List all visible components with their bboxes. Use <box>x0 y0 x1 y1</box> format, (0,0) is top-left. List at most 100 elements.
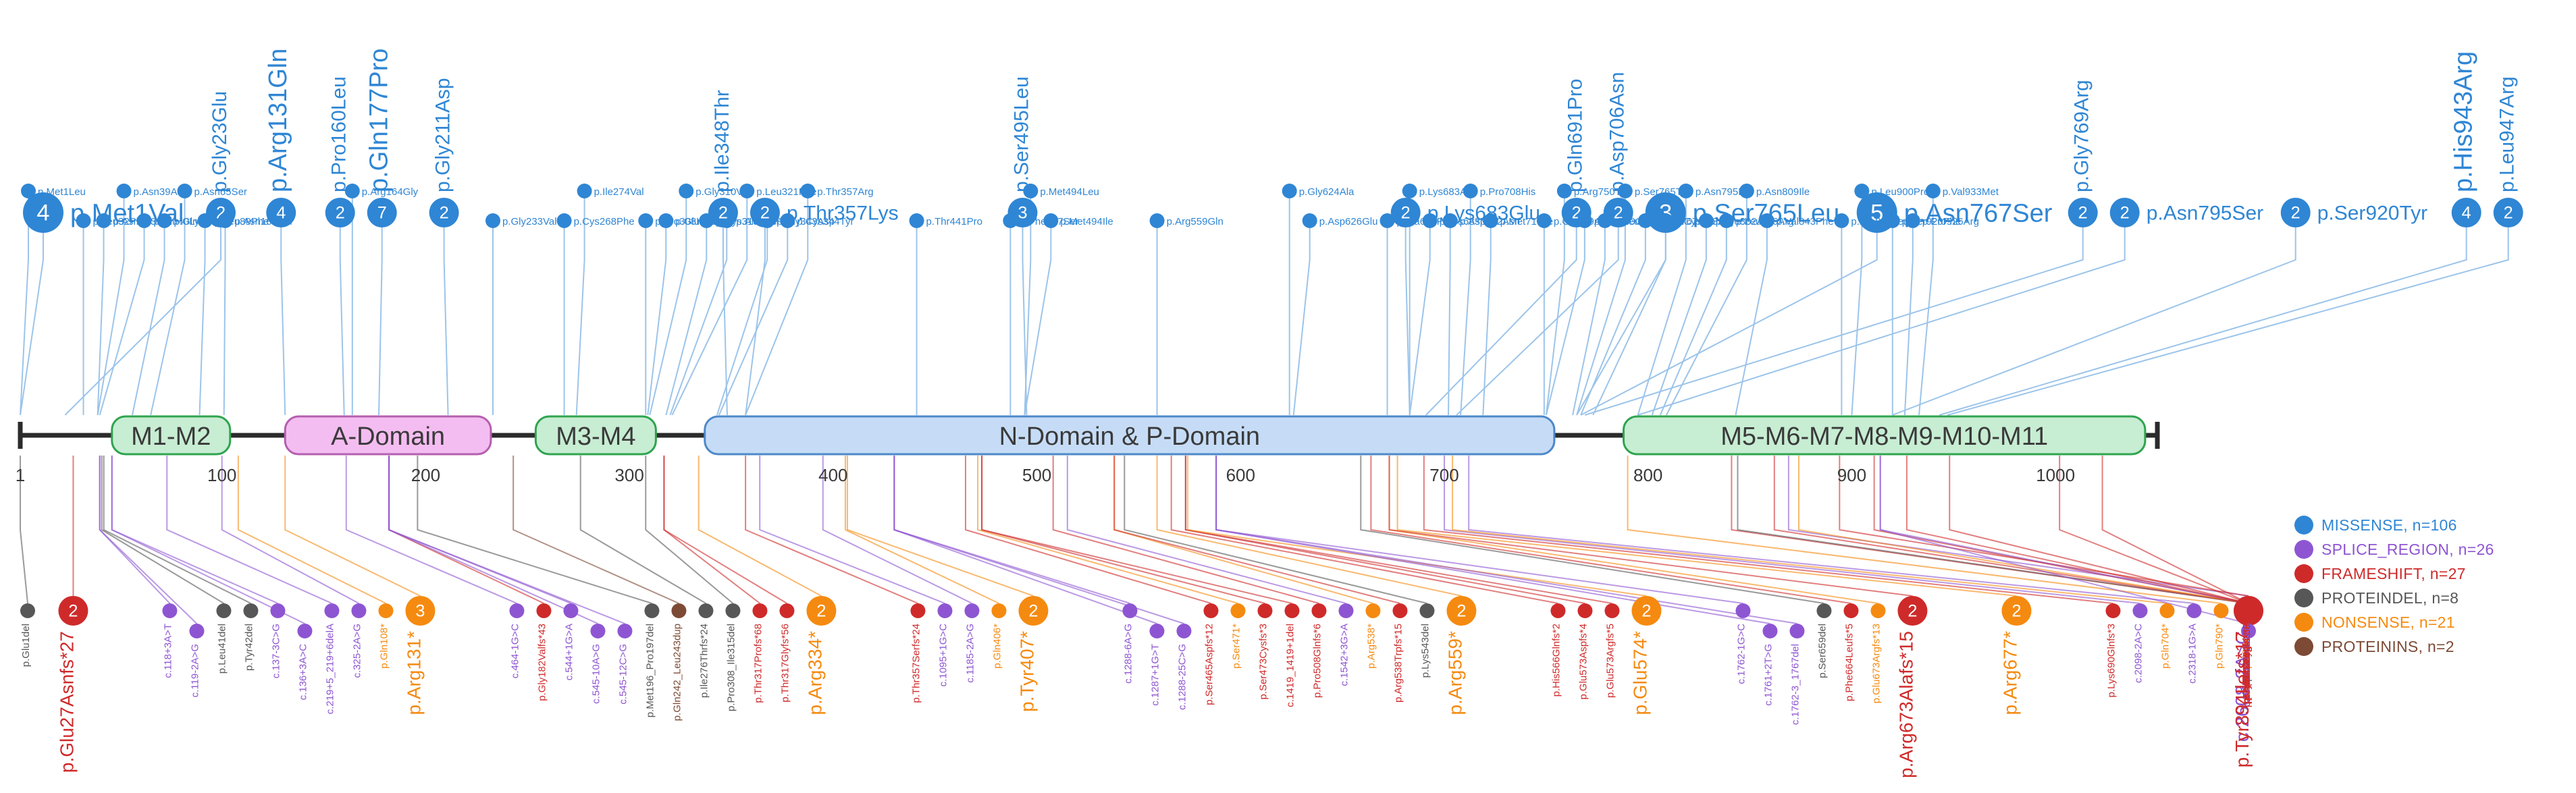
variant-stem <box>388 456 625 624</box>
tick-label: 300 <box>614 465 643 485</box>
missense-label: p.Gly769Arg <box>2071 80 2093 192</box>
proteinins-dot-icon <box>2294 637 2313 656</box>
variant-label: p.Met1023Ilefs*9 <box>2241 624 2253 700</box>
frameshift-dot <box>1577 603 1593 618</box>
legend-label: MISSENSE, n=106 <box>2321 516 2457 534</box>
missense-label: p.Asn65Ser <box>194 186 247 198</box>
missense-dot <box>1645 192 1686 233</box>
splice-dot <box>1176 624 1192 638</box>
splice-dot <box>1149 624 1165 638</box>
variant-stem <box>1737 456 2249 604</box>
missense-label: p.Gly624Ala <box>1299 186 1355 198</box>
missense-count: 2 <box>2291 203 2301 222</box>
variant-label: c.1288-25C>G <box>1176 644 1188 710</box>
missense-label: p.Pro926Arg <box>1922 216 1979 227</box>
missense-label: p.Asp706Asn <box>1606 72 1629 192</box>
domain-box <box>284 415 492 456</box>
variant-label: p.Ala911Argfs*11 <box>2241 624 2253 701</box>
variant-stem <box>166 456 332 604</box>
splice-dot <box>509 603 525 618</box>
legend-item-missense: MISSENSE, n=106 <box>2294 513 2565 537</box>
variant-stem <box>1468 456 2194 604</box>
variant-stem <box>977 456 1238 604</box>
domain-box <box>1623 415 2147 456</box>
domain-label: M5-M6-M7-M8-M9-M10-M11 <box>1720 422 2048 451</box>
variant-stem <box>1396 456 2017 597</box>
missense-dot <box>2493 198 2523 227</box>
missense-count: 2 <box>760 203 770 222</box>
missense-dot <box>1885 213 1900 228</box>
variant-label: p.Met196_Pro197del <box>644 624 656 717</box>
missense-stem <box>722 227 728 416</box>
missense-dot <box>1637 213 1653 228</box>
nonsense-dot <box>378 603 394 618</box>
missense-stem <box>378 227 383 416</box>
missense-count: 2 <box>2120 203 2130 222</box>
variant-stem <box>846 456 1034 597</box>
missense-label: p.Val843Phe <box>1777 216 1834 227</box>
missense-dot <box>1577 213 1592 228</box>
variant-stem <box>237 456 386 604</box>
variant-label: c.2318-1G>A <box>2186 624 2198 684</box>
missense-label: p.Arg750Trp <box>1574 186 1630 198</box>
tick-label: 1 <box>16 465 25 485</box>
missense-stem <box>1903 228 1914 416</box>
missense-stem <box>443 227 449 416</box>
variant-label: p.Lys690Glnfs*3 <box>2105 624 2117 698</box>
missense-dot <box>1678 184 1693 198</box>
missense-dot <box>1925 184 1941 198</box>
legend-label: PROTEINDEL, n=8 <box>2321 589 2459 607</box>
missense-label: p.Asn767Ser <box>1904 199 2053 227</box>
tick-label: 900 <box>1837 465 1866 485</box>
variant-label: p.Tyr407* <box>1016 631 1037 712</box>
variant-label: p.Tyr894Ilefs*17 <box>2232 631 2253 767</box>
missense-dot <box>116 184 132 198</box>
variant-label: p.Glu574* <box>1629 631 1650 715</box>
variant-label: c.2741+5G>C <box>2241 644 2253 707</box>
variant-label: c.1287+1G>T <box>1149 644 1161 706</box>
missense-dot <box>1007 198 1038 227</box>
frameshift-dot <box>2241 603 2256 618</box>
variant-stem <box>981 456 1292 604</box>
missense-stem <box>1947 227 2509 416</box>
missense-dot <box>1463 184 1478 198</box>
variant-label: p.Arg538Trpfs*15 <box>1392 624 1404 703</box>
missense-label: p.Arg559Gln <box>1167 216 1224 227</box>
variant-stem <box>1773 456 2249 604</box>
missense-count: 4 <box>36 200 49 225</box>
splice-dot <box>563 603 579 618</box>
proteindel-dot <box>1419 603 1435 618</box>
splice-dot <box>324 603 340 618</box>
missense-dot <box>1390 198 1421 227</box>
variant-stem <box>1452 456 2167 604</box>
variant-label: p.Thr357Serfs*24 <box>910 624 922 703</box>
legend-item-proteinins: PROTEININS, n=2 <box>2294 634 2565 659</box>
missense-stem <box>1576 233 1666 416</box>
variant-label: c.118+3A>T <box>162 624 174 678</box>
frameshift-dot <box>1311 603 1327 618</box>
variant-label: p.Ser465Aspfs*12 <box>1203 624 1215 705</box>
variant-label: p.Lys543del <box>1419 624 1431 678</box>
domain-label: A-Domain <box>331 422 445 451</box>
missense-dot-icon <box>2294 516 2313 535</box>
nonsense-dot <box>2001 596 2032 626</box>
legend-label: NONSENSE, n=21 <box>2321 613 2455 631</box>
missense-dot <box>157 213 172 228</box>
variant-label: p.Glu673Argfs*13 <box>1870 624 1882 703</box>
variant-stem <box>1170 456 1558 604</box>
missense-stem <box>64 227 221 416</box>
missense-label: p.Ser920Tyr <box>2317 202 2427 225</box>
missense-label: p.Cys344Tyr <box>797 216 853 227</box>
missense-stem <box>1456 227 1619 416</box>
nonsense-dot <box>1631 596 1662 626</box>
variant-label: c.464-1G>C <box>509 624 521 678</box>
variant-stem <box>1052 456 1319 604</box>
variant-stem <box>1113 456 1400 604</box>
splice-dot <box>189 624 205 638</box>
missense-dot <box>1854 184 1870 198</box>
variant-stem <box>99 456 198 624</box>
missense-dot <box>485 213 500 228</box>
